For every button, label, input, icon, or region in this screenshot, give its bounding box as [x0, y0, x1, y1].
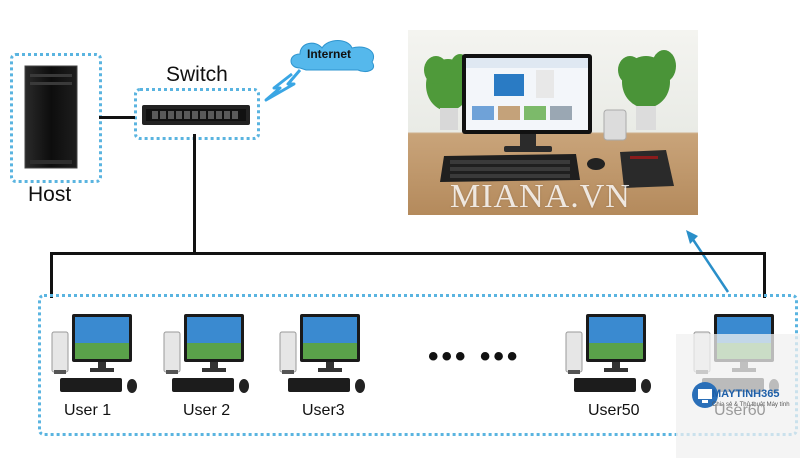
logo-brand: MAYTINH365	[712, 388, 780, 400]
user50-label: User50	[588, 402, 640, 419]
host-switch-wire	[99, 116, 135, 119]
user2-label: User 2	[183, 402, 231, 419]
user1-label: User 1	[64, 402, 112, 419]
ellipsis: ••• •••	[428, 340, 521, 373]
switch-icon	[142, 105, 250, 125]
logo-tagline: Chia sẻ & Thủ thuật Máy tính	[712, 402, 790, 408]
switch-label: Switch	[166, 63, 228, 86]
watermark-text: MIANA.VN	[450, 178, 631, 215]
workstation-photo	[408, 30, 698, 215]
user3-workstation-icon	[279, 314, 365, 393]
user50-workstation-icon	[565, 314, 651, 393]
user60-label: User60	[714, 402, 766, 419]
main-bus-wire	[50, 252, 766, 255]
switch-group-box	[134, 88, 260, 140]
host-label: Host	[28, 183, 72, 206]
internet-label: Internet	[307, 47, 352, 61]
internet-cloud-icon	[290, 40, 374, 73]
user2-workstation-icon	[163, 314, 249, 393]
user1-workstation-icon	[51, 314, 137, 393]
arrow-to-photo	[686, 230, 730, 293]
maytinh365-logo-icon	[692, 382, 718, 408]
host-tower-icon	[24, 65, 78, 169]
bus-right-drop	[763, 252, 766, 298]
wireless-link-icon	[264, 69, 302, 102]
user3-label: User3	[302, 402, 345, 419]
switch-down-wire	[193, 134, 196, 254]
bus-left-drop	[50, 252, 53, 298]
